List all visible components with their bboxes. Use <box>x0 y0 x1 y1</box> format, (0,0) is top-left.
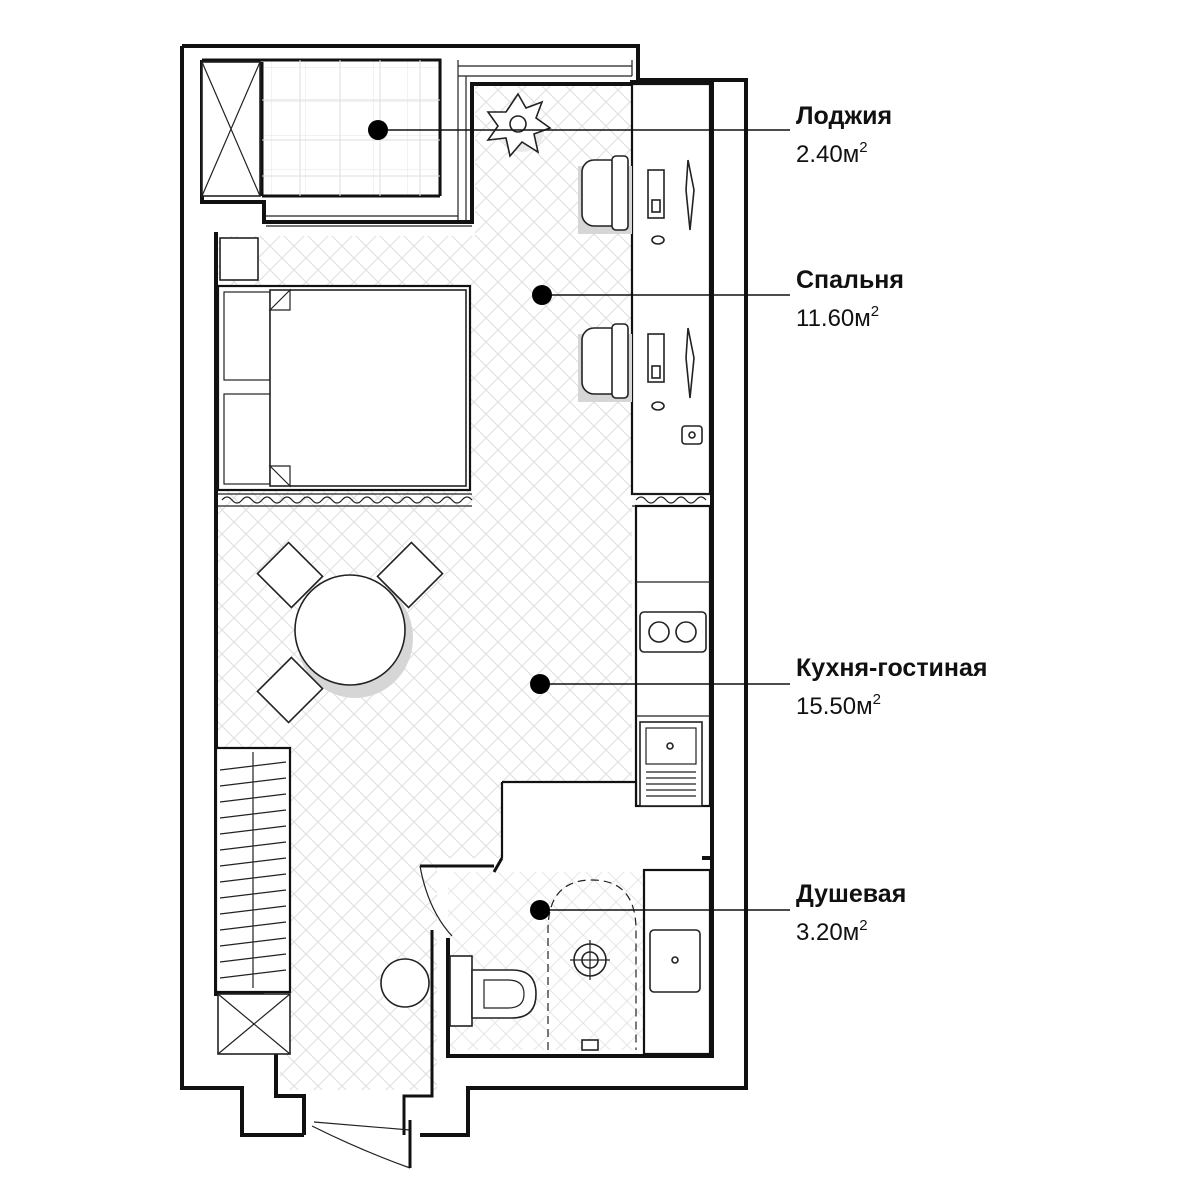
round-table <box>294 574 406 686</box>
room-label-loggia: Лоджия 2.40м2 <box>796 102 892 168</box>
room-area: 11.60м2 <box>796 303 879 332</box>
toilet-bowl <box>471 969 537 1019</box>
loggia-cabinet <box>201 61 261 197</box>
room-label-bedroom: Спальня 11.60м2 <box>796 266 904 332</box>
room-area: 15.50м2 <box>796 691 881 720</box>
kitchen-counter <box>500 504 712 858</box>
loggia-grid <box>262 60 440 196</box>
curtain <box>218 493 710 507</box>
bathroom-fixtures <box>449 868 712 1056</box>
bathroom-door <box>419 857 504 937</box>
room-area: 3.20м2 <box>796 917 868 946</box>
double-bed <box>216 237 472 492</box>
room-name: Кухня-гостиная <box>796 654 988 682</box>
dining-set <box>256 541 444 724</box>
nightstand <box>219 237 259 281</box>
room-label-kitchen-living: Кухня-гостиная 15.50м2 <box>796 654 988 720</box>
room-marker-kitchen-living <box>530 674 790 694</box>
hallway-pouf <box>380 958 430 1008</box>
room-name: Спальня <box>796 266 904 294</box>
room-label-shower: Душевая 3.20м2 <box>796 880 906 946</box>
room-marker-shower <box>530 900 790 920</box>
toilet-tank <box>449 955 473 1027</box>
wardrobe <box>214 746 292 1055</box>
room-area: 2.40м2 <box>796 139 868 168</box>
outer-walls <box>180 44 748 1137</box>
room-marker-bedroom <box>532 285 790 305</box>
room-name: Душевая <box>796 880 906 908</box>
entrance-door <box>311 1120 412 1169</box>
room-name: Лоджия <box>796 102 892 130</box>
room-marker-loggia <box>368 120 790 140</box>
